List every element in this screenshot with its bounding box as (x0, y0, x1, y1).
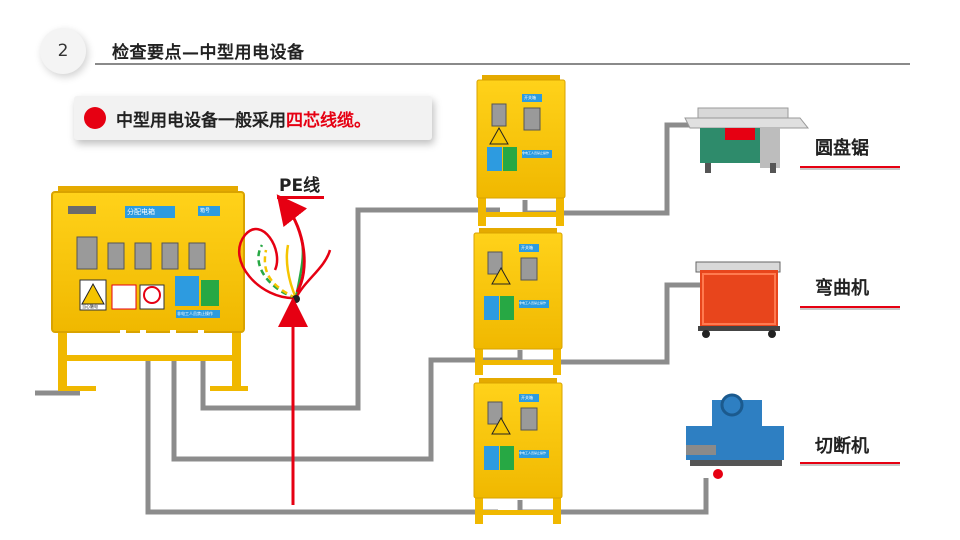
switch-box-2 (473, 228, 563, 375)
equipment-underline-bender (800, 306, 900, 310)
main-box-title: 分配电箱 (127, 208, 155, 216)
cable-main-to-box1 (200, 207, 500, 411)
gray-cables (35, 122, 709, 515)
callout-text-highlight: 四芯线缆。 (286, 110, 371, 131)
switch-box-2-notice: 非电工人员禁止操作 (519, 301, 547, 305)
bullet-dot-icon (84, 107, 106, 129)
pe-arrows (276, 194, 308, 505)
slide-number: 2 (57, 41, 69, 61)
equipment-underline-saw (800, 166, 900, 170)
key-point-callout: 中型用电设备一般采用四芯线缆。 (74, 96, 432, 140)
cable-box3-to-cutter (517, 478, 709, 515)
four-core-cable (238, 227, 332, 303)
switch-box-1-tag: 开关箱 (524, 95, 536, 100)
circular-saw-image (684, 107, 810, 173)
equipment-label-cutter: 切断机 (815, 436, 869, 457)
equipment-underline-cutter (800, 462, 900, 466)
switch-box-3 (473, 378, 563, 524)
equipment-label-saw: 圆盘锯 (815, 138, 869, 159)
equipment-label-bender: 弯曲机 (815, 278, 869, 299)
slide-number-badge: 2 (40, 28, 86, 74)
switch-box-3-notice: 非电工人员禁止操作 (519, 451, 547, 455)
header-divider (95, 63, 910, 65)
cable-main-to-box2 (171, 355, 520, 462)
main-box-warning-text: 当心触电 (82, 304, 98, 309)
switch-box-1-notice: 非电工人员禁止操作 (522, 151, 550, 155)
switch-box-2-tag: 开关箱 (521, 245, 533, 250)
pe-wire-label: PE线 (279, 176, 321, 196)
rebar-cutter-image (686, 393, 784, 479)
cable-box1-to-saw (522, 122, 690, 216)
main-box-tag: 箱号 (200, 208, 211, 214)
cable-main-to-box3 (145, 355, 498, 515)
cable-box2-to-bender (517, 282, 700, 365)
callout-text-prefix: 中型用电设备一般采用 (116, 110, 286, 131)
main-distribution-box (51, 186, 248, 391)
page-title: 检查要点—中型用电设备 (112, 43, 305, 63)
rebar-bender-image (695, 261, 781, 338)
switch-box-3-tag: 开关箱 (521, 395, 533, 400)
pe-label-underline (277, 196, 324, 199)
main-box-notice-text: 非电工人员禁止操作 (177, 311, 213, 316)
switch-box-1 (476, 75, 566, 226)
callout-text: 中型用电设备一般采用四芯线缆。 (116, 106, 371, 131)
